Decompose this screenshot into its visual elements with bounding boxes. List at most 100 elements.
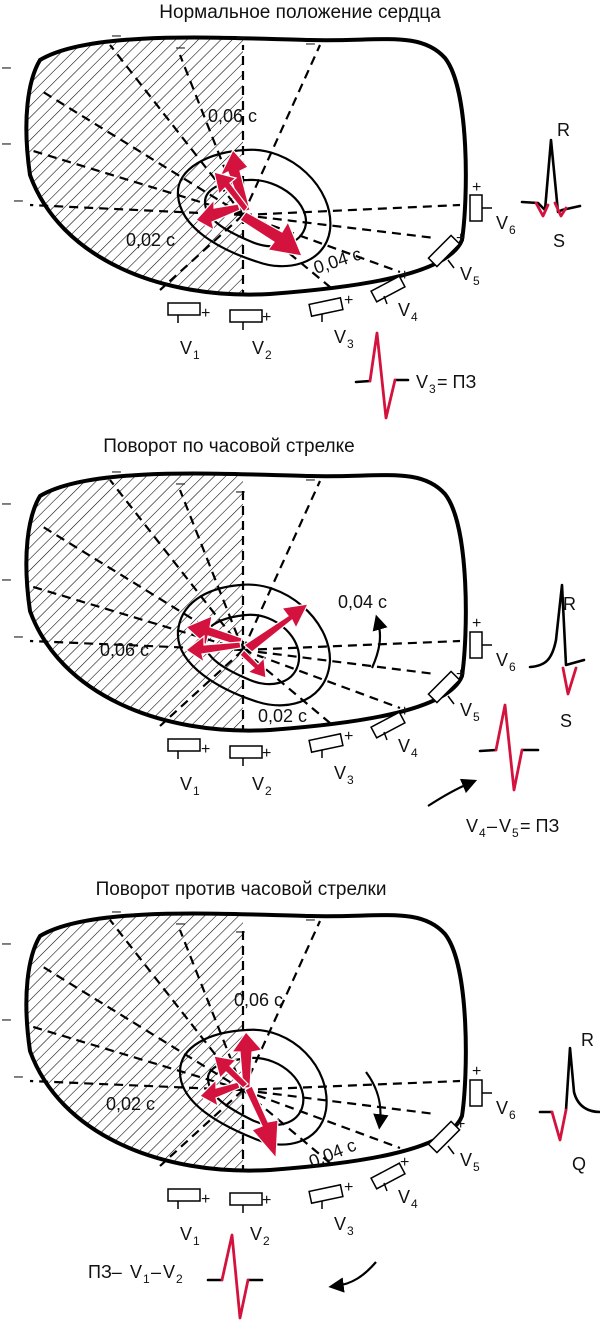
lead-v2: + V 2 — [229, 1192, 271, 1248]
svg-text:= ПЗ: = ПЗ — [437, 372, 476, 392]
svg-text:1: 1 — [193, 348, 200, 362]
minus-sign: – — [2, 935, 11, 952]
lead-v1: + V 1 — [167, 738, 210, 798]
minus-sign: – — [112, 27, 121, 44]
svg-text:ПЗ–: ПЗ– — [88, 1262, 122, 1282]
panel-title: Поворот по часовой стрелке — [103, 436, 354, 457]
svg-text:3: 3 — [347, 773, 354, 787]
svg-text:+: + — [262, 745, 271, 762]
svg-text:V: V — [499, 816, 511, 836]
wave-label-r: R — [581, 1030, 594, 1050]
lead-v5: + V 5 — [427, 230, 480, 288]
svg-text:5: 5 — [512, 826, 519, 840]
svg-text:V: V — [334, 1214, 346, 1234]
svg-text:+: + — [344, 1179, 353, 1196]
svg-text:1: 1 — [193, 784, 200, 798]
svg-text:+: + — [400, 1154, 409, 1171]
panel-clockwise: Поворот по часовой стрелке — [2, 436, 586, 840]
svg-text:+: + — [344, 728, 353, 745]
svg-text:2: 2 — [265, 784, 272, 798]
hatched-right-ventricle — [26, 473, 243, 731]
isochrone-outer — [176, 583, 332, 707]
svg-text:5: 5 — [473, 274, 480, 288]
svg-text:1: 1 — [143, 1272, 150, 1286]
svg-text:V: V — [398, 300, 410, 320]
svg-text:+: + — [400, 703, 409, 720]
svg-text:V: V — [252, 338, 264, 358]
svg-text:V: V — [496, 650, 508, 670]
chest-leads: + V 1 + V 2 + V 3 + V — [167, 179, 516, 362]
wave-label-q: Q — [572, 1154, 586, 1174]
time-label: 0,04 с — [338, 592, 387, 612]
chest-leads: + V 1 + V 2 + V 3 + V — [167, 1063, 516, 1248]
svg-text:5: 5 — [473, 1160, 480, 1174]
svg-text:2: 2 — [263, 1234, 270, 1248]
svg-text:V: V — [252, 774, 264, 794]
ecg-complex-v6: R S — [528, 583, 586, 731]
lead-v6: + V 6 — [469, 179, 516, 237]
lead-v5: + V 5 — [427, 1116, 480, 1174]
svg-text:V: V — [460, 264, 472, 284]
svg-text:+: + — [456, 666, 465, 683]
svg-text:+: + — [472, 1063, 481, 1080]
svg-text:V: V — [466, 816, 478, 836]
svg-text:6: 6 — [509, 660, 516, 674]
minus-sign: – — [306, 471, 315, 488]
ecg-complex-tz: V 4 – V 5 = ПЗ — [427, 703, 559, 840]
svg-text:V: V — [496, 213, 508, 233]
minus-sign: – — [2, 135, 11, 152]
minus-sign: – — [14, 628, 23, 645]
lead-v3: + V 3 — [308, 292, 354, 351]
svg-text:+: + — [456, 230, 465, 247]
minus-sign: – — [306, 911, 315, 928]
ecg-complex-tz: V 3 = ПЗ — [354, 331, 476, 420]
minus-sign: – — [306, 35, 315, 52]
svg-text:V: V — [398, 1187, 410, 1207]
rotation-arrow — [370, 614, 388, 669]
svg-text:2: 2 — [176, 1272, 183, 1286]
isochrone-inner — [206, 1056, 305, 1126]
lead-v4: + V 4 — [370, 1154, 418, 1211]
time-label: 0,04 с — [311, 244, 364, 278]
vector-arrows — [184, 603, 310, 679]
lead-v4: + V 4 — [370, 703, 418, 760]
lead-v1: + V 1 — [167, 1188, 210, 1248]
svg-text:2: 2 — [265, 348, 272, 362]
lead-v6: + V 6 — [469, 615, 516, 674]
chest-leads: + V 1 + V 2 + V 3 + V — [167, 615, 516, 798]
svg-text:3: 3 — [429, 382, 436, 396]
svg-text:V: V — [250, 1224, 262, 1244]
svg-text:–: – — [151, 1262, 161, 1282]
svg-text:V: V — [334, 327, 346, 347]
svg-text:V: V — [334, 763, 346, 783]
polarity-marks: – – – – – – – — [2, 27, 315, 209]
svg-text:+: + — [472, 615, 481, 632]
lead-v6: + V 6 — [469, 1063, 516, 1122]
svg-text:3: 3 — [347, 337, 354, 351]
svg-text:4: 4 — [411, 310, 418, 324]
svg-text:+: + — [400, 267, 409, 284]
minus-sign: – — [236, 923, 245, 940]
rotation-arrow — [427, 778, 478, 807]
minus-sign: – — [2, 1011, 11, 1028]
rotation-arrow — [365, 1071, 389, 1130]
heart-outline — [24, 471, 468, 733]
svg-text:1: 1 — [193, 1234, 200, 1248]
rotation-arrow — [328, 1261, 377, 1293]
svg-text:V: V — [163, 1262, 175, 1282]
svg-text:4: 4 — [411, 746, 418, 760]
minus-sign: – — [176, 475, 185, 492]
svg-text:3: 3 — [347, 1224, 354, 1238]
svg-text:V: V — [180, 1224, 192, 1244]
panel-normal: Нормальное положение сердца — [2, 2, 582, 420]
polarity-marks: – – – – – – – — [2, 903, 315, 1085]
svg-text:= ПЗ: = ПЗ — [520, 816, 559, 836]
time-label: 0,06 с — [100, 640, 149, 660]
svg-text:V: V — [416, 372, 428, 392]
vector-arrows — [195, 148, 303, 257]
minus-sign: – — [176, 915, 185, 932]
lead-v1: + V 1 — [167, 302, 210, 362]
svg-text:–: – — [487, 816, 497, 836]
heart-outline — [24, 35, 468, 297]
